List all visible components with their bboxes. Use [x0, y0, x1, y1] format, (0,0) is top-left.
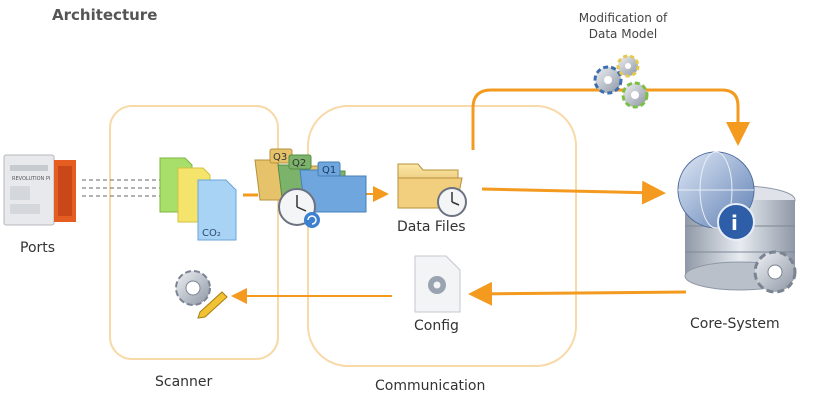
- queue-tab-q1: Q1: [322, 165, 336, 176]
- device-label: REVOLUTION PI: [12, 176, 50, 182]
- communication-group: [307, 105, 577, 367]
- communication-label: Communication: [375, 378, 486, 394]
- arrow-core-to-config: [468, 281, 687, 306]
- data-files-label: Data Files: [397, 219, 466, 235]
- core-system-label: Core-System: [690, 316, 780, 332]
- config-file-icon: [414, 255, 461, 313]
- queue-tab-q3: Q3: [273, 152, 287, 163]
- modification-label-line1: Modification of: [578, 11, 668, 25]
- config-label: Config: [414, 318, 459, 334]
- modification-label-line2: Data Model: [588, 27, 658, 41]
- doc-co2-label: CO₂: [202, 228, 221, 239]
- scanner-documents-icon: CO₂: [159, 157, 237, 241]
- ports-label: Ports: [20, 240, 56, 256]
- queue-tab-q2: Q2: [292, 158, 306, 169]
- arrow-datafiles-to-core: [481, 180, 666, 205]
- core-system-icon: i: [677, 151, 797, 294]
- device-icon: REVOLUTION PI: [3, 154, 76, 226]
- modification-label: Modification of Data Model: [556, 10, 690, 42]
- arrow-modification-to-core: [471, 88, 750, 150]
- gear-pencil-icon: [175, 270, 228, 319]
- scanner-group: [109, 105, 279, 360]
- scanner-label: Scanner: [155, 374, 213, 390]
- info-icon: [717, 203, 755, 241]
- svg-text:i: i: [731, 211, 738, 235]
- data-files-icon: [397, 163, 467, 217]
- modification-gears-icon: [593, 54, 649, 109]
- page-title: Architecture: [52, 6, 158, 24]
- refresh-icon: [304, 212, 320, 228]
- queue-folders-icon: Q3 Q2 Q1: [254, 148, 367, 228]
